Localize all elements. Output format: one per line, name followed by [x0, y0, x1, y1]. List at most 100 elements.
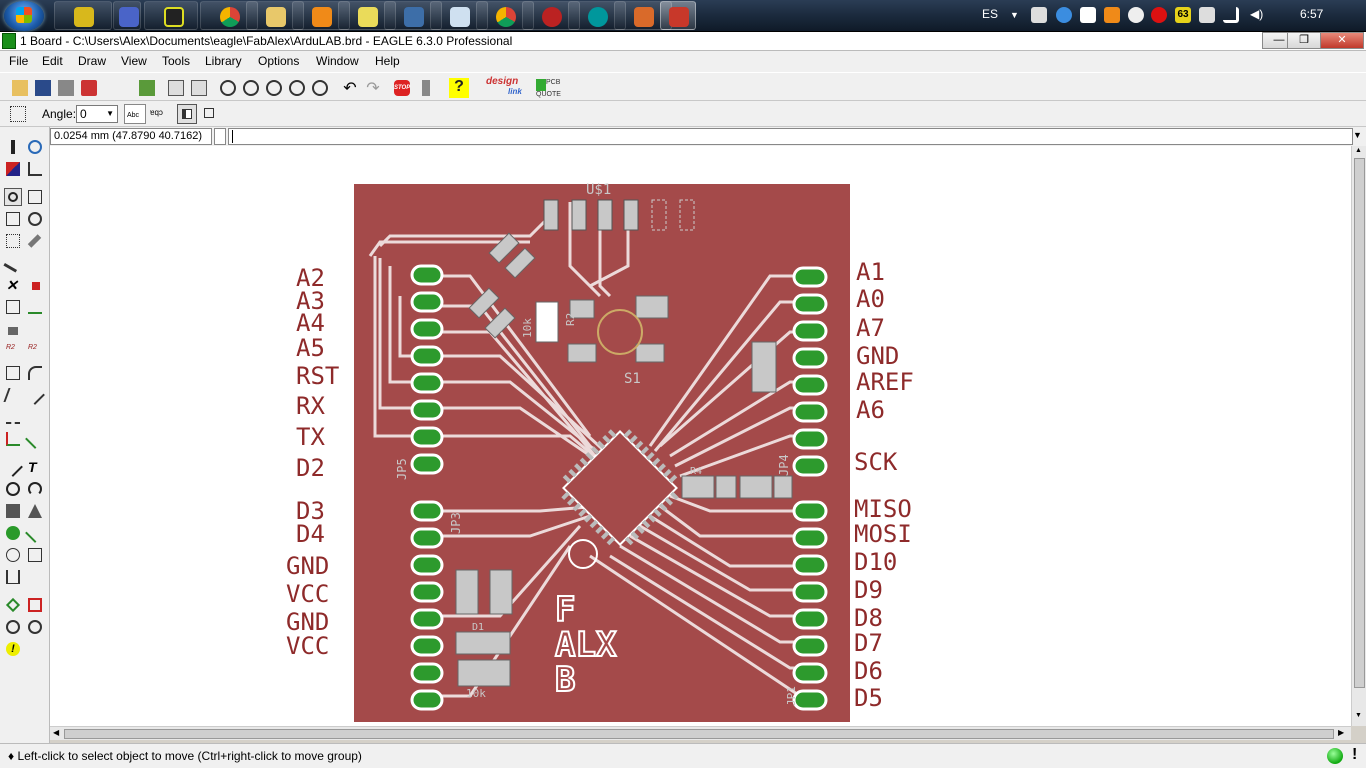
taskbar-media[interactable]	[292, 1, 350, 30]
taskbar-chrome-2[interactable]	[476, 1, 534, 30]
board-canvas[interactable]: U$1 R2 10k S1	[50, 146, 1351, 726]
taskbar-eagle[interactable]	[660, 1, 696, 30]
volume-icon[interactable]: ◀)	[1250, 7, 1264, 21]
pinswap-tool[interactable]	[4, 298, 22, 316]
meander-tool[interactable]	[4, 408, 22, 426]
optimize-tool[interactable]	[25, 385, 45, 405]
cam-button[interactable]	[79, 78, 99, 98]
name-tool[interactable]: R2	[4, 342, 22, 360]
errors-tool[interactable]: !	[4, 640, 22, 658]
hole-tool[interactable]	[4, 546, 22, 564]
coord-toggle[interactable]	[214, 128, 226, 145]
lock-tool[interactable]	[4, 320, 22, 338]
arc-tool[interactable]	[26, 480, 44, 498]
delete-tool[interactable]: ✕	[4, 276, 22, 294]
route-tool[interactable]	[4, 430, 22, 448]
autorouter-tool[interactable]	[26, 596, 44, 614]
dimension-tool[interactable]	[4, 568, 22, 586]
via-tool[interactable]	[4, 524, 22, 542]
ulp-button[interactable]	[189, 78, 209, 98]
taskbar-app-2[interactable]	[113, 1, 141, 30]
horizontal-scroll-thumb[interactable]	[64, 729, 1334, 739]
command-input[interactable]	[228, 128, 1353, 145]
tray-expand-icon[interactable]: ▼	[1010, 10, 1019, 20]
scroll-down-icon[interactable]: ▼	[1355, 712, 1362, 719]
add-tool[interactable]	[26, 276, 44, 294]
undo-button[interactable]: ↶	[343, 80, 357, 97]
attribute-tool[interactable]	[26, 546, 44, 564]
mirror-text-button[interactable]: Abc	[124, 104, 146, 124]
language-indicator[interactable]: ES	[982, 7, 999, 21]
taskbar-explorer[interactable]	[246, 1, 304, 30]
taskbar-chrome[interactable]	[200, 1, 258, 30]
board-drawing[interactable]: U$1 R2 10k S1	[50, 146, 1351, 726]
display-tool[interactable]	[4, 160, 22, 178]
stop-button[interactable]: STOP	[392, 78, 412, 98]
show-tool[interactable]	[26, 138, 44, 156]
change-tool[interactable]	[26, 232, 44, 250]
layer-bottom-button[interactable]	[200, 104, 220, 124]
copy-tool[interactable]	[26, 188, 44, 206]
ripup-tool[interactable]	[25, 429, 45, 449]
menu-tools[interactable]: Tools	[162, 54, 191, 68]
wire-tool[interactable]	[3, 457, 23, 477]
print-button[interactable]	[56, 78, 76, 98]
miter-tool[interactable]	[26, 364, 44, 382]
taskbar-app-1[interactable]	[54, 1, 112, 30]
angle-select[interactable]: 0▼	[76, 105, 118, 123]
scroll-left-icon[interactable]: ◀	[53, 728, 60, 737]
taskbar-app-11[interactable]	[522, 1, 580, 30]
smash-tool[interactable]	[4, 364, 22, 382]
polygon-tool[interactable]	[26, 502, 44, 520]
taskbar-notepad[interactable]	[430, 1, 488, 30]
group-tool[interactable]	[4, 232, 22, 250]
mega-icon[interactable]	[1151, 7, 1167, 23]
value-tool[interactable]: R2	[26, 342, 44, 360]
ratsnest-tool[interactable]	[4, 596, 22, 614]
pcb-quote-button[interactable]: PCB QUOTE	[536, 79, 576, 98]
help-button[interactable]: ?	[449, 78, 469, 98]
command-history-chevron-icon[interactable]: ▼	[1353, 130, 1362, 140]
grid-icon[interactable]	[10, 106, 26, 122]
vertical-scrollbar[interactable]: ▲ ▼	[1351, 146, 1366, 726]
zoom-select-button[interactable]	[310, 78, 330, 98]
menu-library[interactable]: Library	[205, 54, 242, 68]
close-button[interactable]: ✕	[1320, 32, 1364, 49]
menu-window[interactable]: Window	[316, 54, 359, 68]
info-tool[interactable]	[4, 138, 22, 156]
menu-edit[interactable]: Edit	[42, 54, 63, 68]
action-center-icon[interactable]	[1199, 7, 1215, 23]
mirror-tool[interactable]	[4, 210, 22, 228]
menu-view[interactable]: View	[121, 54, 147, 68]
taskbar-app-3[interactable]	[144, 1, 198, 30]
redraw-button[interactable]	[287, 78, 307, 98]
erc-tool[interactable]	[4, 618, 22, 636]
paste-tool[interactable]	[3, 253, 23, 273]
spin-text-button[interactable]: ɐqɔ	[148, 104, 170, 124]
layer-top-button[interactable]	[177, 104, 197, 124]
script-button[interactable]	[166, 78, 186, 98]
zoom-in-button[interactable]	[241, 78, 261, 98]
go-button[interactable]	[416, 78, 436, 98]
clock[interactable]: 6:57	[1300, 7, 1324, 21]
cloud-icon[interactable]	[1128, 7, 1144, 23]
signal-icon[interactable]	[1223, 7, 1239, 23]
drc-tool[interactable]	[26, 618, 44, 636]
cloud-upload-icon[interactable]	[1056, 7, 1072, 23]
zoom-fit-button[interactable]	[218, 78, 238, 98]
circle-tool[interactable]	[4, 480, 22, 498]
vertical-scroll-thumb[interactable]	[1354, 158, 1365, 688]
mark-tool[interactable]	[26, 160, 44, 178]
rotate-tool[interactable]	[26, 210, 44, 228]
dropbox-icon[interactable]	[1080, 7, 1096, 23]
replace-tool[interactable]	[26, 298, 44, 316]
taskbar-app-8[interactable]	[384, 1, 442, 30]
scroll-up-icon[interactable]: ▲	[1355, 147, 1362, 154]
signal-tool[interactable]	[25, 523, 45, 543]
eagle-app-icon[interactable]	[2, 33, 16, 49]
network-error-icon[interactable]	[1031, 7, 1047, 23]
menu-options[interactable]: Options	[258, 54, 300, 68]
taskbar-arduino[interactable]	[568, 1, 626, 30]
menu-file[interactable]: File	[9, 54, 29, 68]
start-button[interactable]	[4, 1, 44, 31]
